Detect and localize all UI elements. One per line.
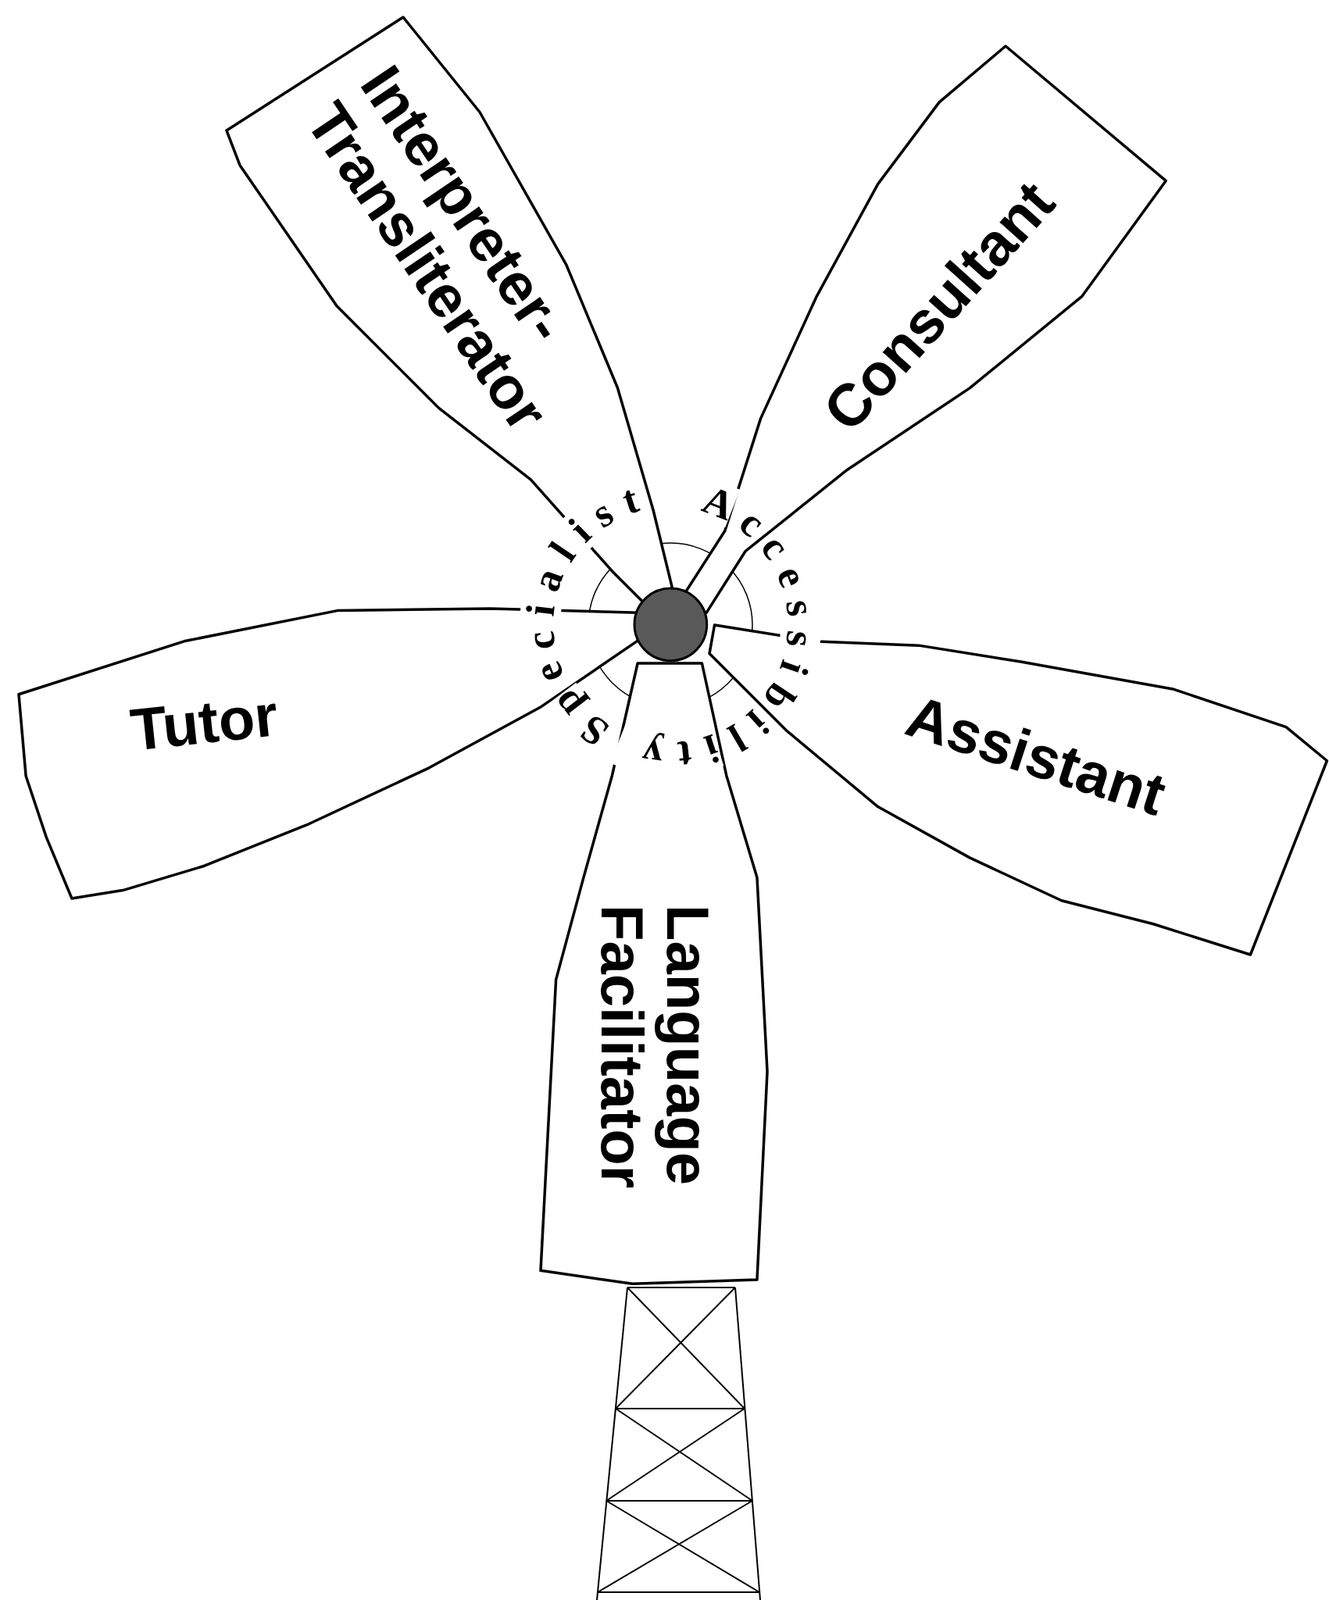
- blade-shape: [226, 17, 676, 613]
- blade-label-group: Language Facilitator: [589, 904, 721, 1189]
- hub-circle: [634, 588, 708, 661]
- arc-letter: e: [769, 560, 815, 593]
- blade-label: Language Facilitator: [589, 904, 721, 1189]
- arc-letter: a: [525, 562, 572, 596]
- arc-letter: l: [542, 535, 583, 568]
- blade-shape: [18, 608, 642, 899]
- arc-letter: l: [721, 717, 752, 758]
- arc-letter: s: [778, 597, 822, 619]
- hub: Accessibility Specialist: [632, 586, 709, 663]
- blade-outline: [18, 608, 642, 899]
- windmill-blade: Tutor: [18, 608, 642, 899]
- blade-shape: [678, 46, 1166, 613]
- blade-shape: [709, 625, 1327, 955]
- hub-outline: [632, 586, 709, 663]
- blade-shape: [540, 663, 768, 1284]
- arc-letter: S: [573, 707, 616, 754]
